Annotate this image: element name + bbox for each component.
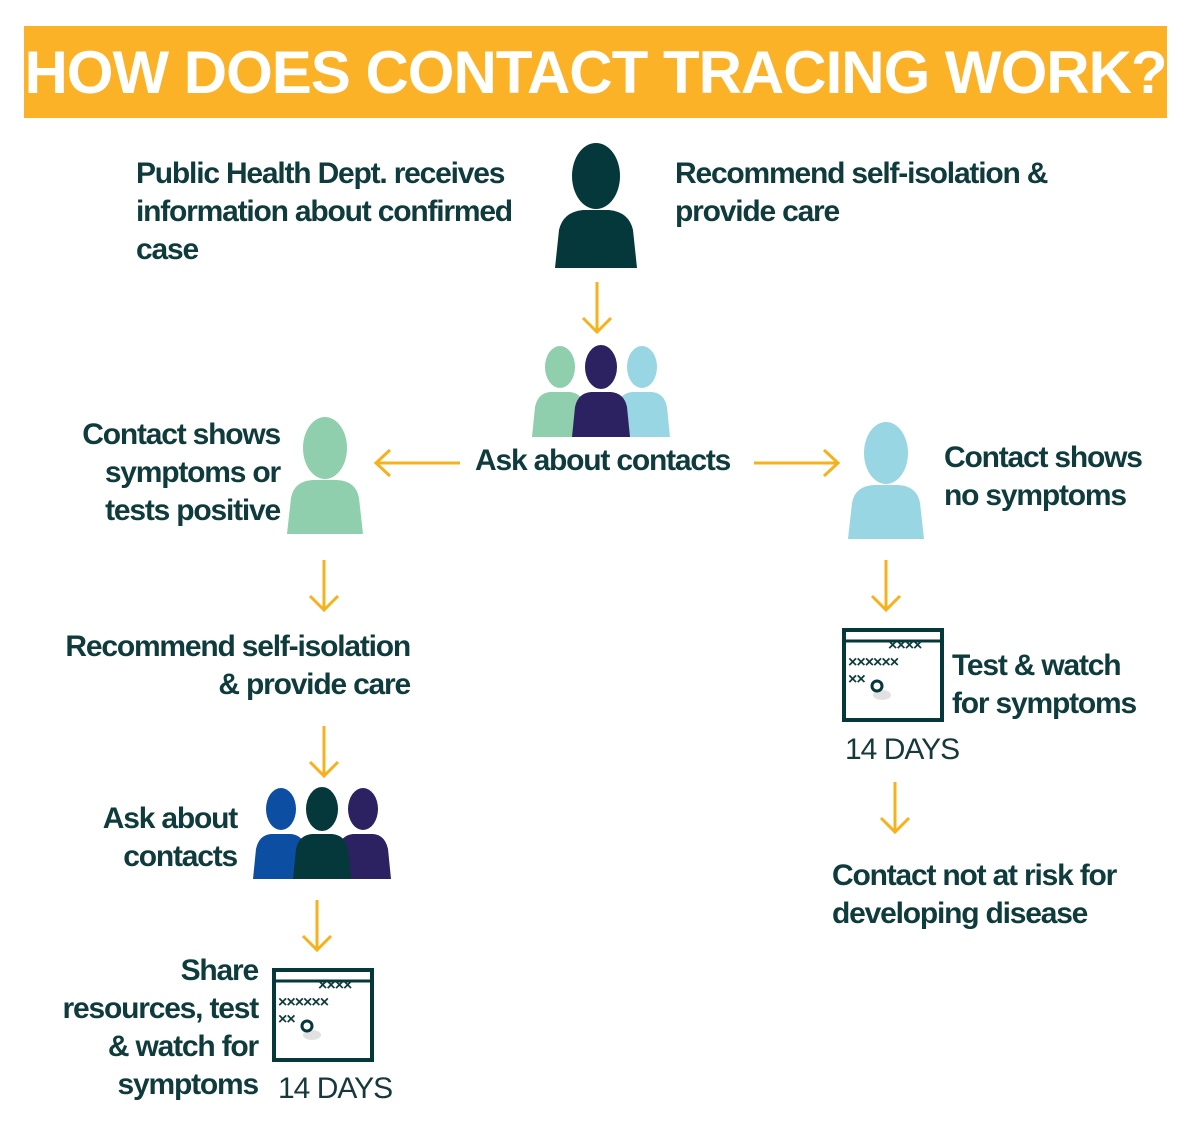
group-icon xyxy=(532,345,670,437)
step-receives-info: Public Health Dept. receives information… xyxy=(136,157,513,266)
person-icon xyxy=(555,143,637,268)
calendar-icon xyxy=(272,968,374,1062)
arrow-icon xyxy=(879,782,911,835)
days-label-right: 14 DAYS xyxy=(845,733,960,766)
arrow-icon xyxy=(581,282,613,335)
arrow-icon xyxy=(754,448,841,478)
arrow-icon xyxy=(870,560,902,613)
step-test-watch: Test & watch for symptoms xyxy=(952,649,1137,720)
person-icon xyxy=(287,417,363,534)
calendar-marks-row1: ×××× xyxy=(888,637,922,654)
step-recommend-left: Recommend self-isolation & provide care xyxy=(65,630,411,701)
title-banner: HOW DOES CONTACT TRACING WORK? xyxy=(24,26,1168,118)
arrow-icon xyxy=(308,726,340,779)
calendar-marks-row2: ×××××× xyxy=(278,994,329,1011)
page-title: HOW DOES CONTACT TRACING WORK? xyxy=(24,38,1167,106)
calendar-marks-row2: ×××××× xyxy=(848,654,899,671)
step-not-at-risk: Contact not at risk for developing disea… xyxy=(832,859,1117,930)
step-contact-no-symptoms: Contact shows no symptoms xyxy=(944,441,1143,512)
days-label-left: 14 DAYS xyxy=(278,1072,393,1105)
calendar-marks-row3: ×× xyxy=(278,1011,296,1028)
arrow-icon xyxy=(308,560,340,613)
calendar-marks-row1: ×××× xyxy=(318,977,352,994)
group-icon xyxy=(253,787,391,879)
step-ask-contacts-center: Ask about contacts xyxy=(475,444,731,477)
arrow-icon xyxy=(373,448,460,478)
step-ask-contacts-left: Ask about contacts xyxy=(102,802,238,873)
step-contact-symptoms: Contact shows symptoms or tests positive xyxy=(82,418,281,527)
step-recommend-top: Recommend self-isolation & provide care xyxy=(675,157,1048,228)
arrow-icon xyxy=(301,900,333,953)
calendar-marks-row3: ×× xyxy=(848,671,866,688)
step-share-resources: Share resources, test & watch for sympto… xyxy=(62,954,260,1101)
calendar-icon xyxy=(842,628,944,722)
person-icon xyxy=(848,422,924,539)
